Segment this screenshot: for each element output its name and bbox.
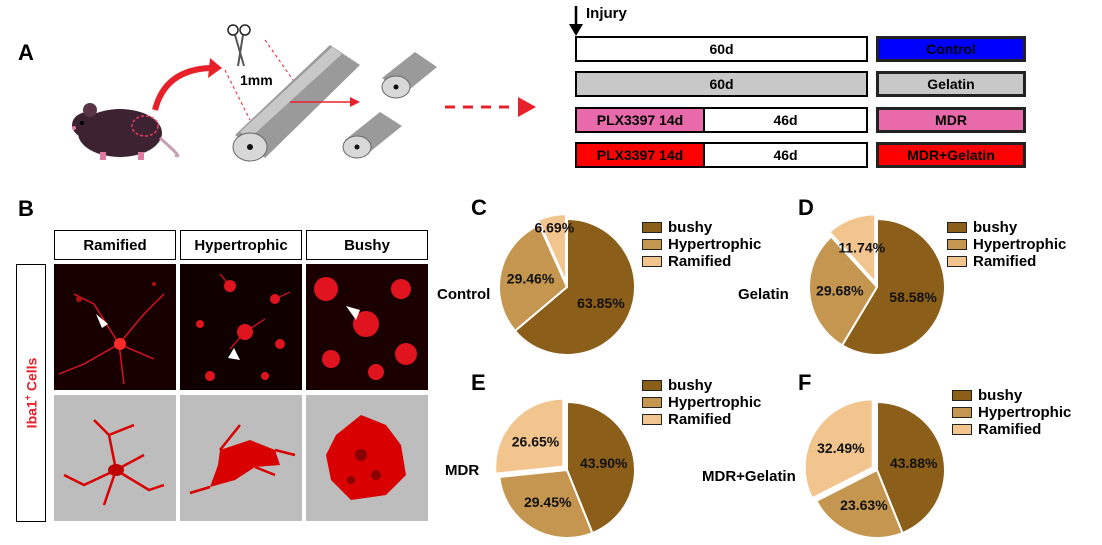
pie-value-label: 11.74% [838,239,885,255]
legend-swatch-ramified [952,424,972,435]
timeline-bar-control: 60d [575,36,868,62]
panel-letter-f: F [798,370,812,395]
legend-swatch-hypertrophic [947,239,967,250]
pie-chart-mdr: 43.90% 29.45% 26.65% [495,398,636,539]
pie-slice-hypertrophic [808,235,879,347]
column-header-bushy: Bushy [306,230,428,260]
legend-swatch-bushy [642,222,662,233]
timeline-bar-mdr-rest: 46d [703,107,868,133]
arrowhead-icon [96,314,108,328]
pie-slice-ramified [805,398,874,500]
timeline-bar-mdrgel-rest: 46d [703,142,868,168]
pie-chart-control: 63.85% 29.46% 6.69% [498,215,636,356]
timeline-bar-mdr-treatment: PLX3397 14d [575,107,705,133]
reconstruction-hypertrophic [180,395,302,521]
pie-value-label: 29.46% [507,271,555,287]
pie-slice-bushy [513,217,636,356]
pie-value-label: 26.65% [512,434,560,450]
pie-label-mdr-gelatin: MDR+Gelatin [702,468,796,485]
arrowhead-icon [228,348,240,360]
nerve-segments [342,52,437,159]
micrograph-ramified [54,264,176,390]
panel-letter-c: C [471,195,487,220]
row-label: Iba1+ Cells [22,357,40,429]
pie-slice-ramified [495,398,565,475]
legend-swatch-hypertrophic [642,239,662,250]
pie-label-control: Control [437,286,491,303]
legend-swatch-hypertrophic [642,397,662,408]
timeline-bar-mdrgel-treatment: PLX3397 14d [575,142,705,168]
panel-letter-a: A [18,40,34,65]
legend-swatch-ramified [642,414,662,425]
nerve-cylinder [232,45,360,162]
legend-swatch-hypertrophic [952,407,972,418]
legend-c: bushy Hypertrophic Ramified [642,219,761,270]
legend-swatch-ramified [642,256,662,267]
micrograph-bushy [306,264,428,390]
pie-slice-bushy [876,400,946,535]
pie-value-label: 43.88% [890,455,938,471]
group-box-gelatin: Gelatin [876,71,1026,97]
pie-slice-bushy [840,217,946,356]
panel-letter-d: D [798,195,814,220]
pie-slice-hypertrophic [498,223,569,333]
injury-label: Injury [586,5,627,22]
reconstruction-bushy [306,395,428,521]
pie-value-label: 29.45% [524,494,572,510]
legend-swatch-ramified [947,256,967,267]
pie-value-label: 23.63% [840,497,888,513]
scale-label: 1mm [240,72,273,88]
pie-value-label: 43.90% [580,455,628,471]
group-box-mdr: MDR [876,107,1026,133]
pie-slice-hypertrophic [498,468,594,539]
legend-d: bushy Hypertrophic Ramified [947,219,1066,270]
row-label-box: Iba1+ Cells [16,264,46,522]
panel-letter-e: E [471,370,486,395]
legend-swatch-bushy [642,380,662,391]
injury-arrow-icon [569,6,583,36]
panel-letter-b: B [18,196,34,221]
surgery-illustration: 1mm [72,24,536,162]
timeline-bar-gelatin: 60d [575,71,868,97]
pie-chart-mdr-gelatin: 43.88% 23.63% 32.49% [805,398,946,539]
pie-value-label: 6.69% [534,220,574,236]
pie-value-label: 58.58% [889,289,937,305]
pie-slice-bushy [566,400,636,535]
micrograph-hypertrophic [180,264,302,390]
mouse-icon [72,103,180,160]
reconstruction-ramified [54,395,176,521]
pie-slice-ramified [536,215,567,283]
column-header-ramified: Ramified [54,230,176,260]
group-box-control: Control [876,36,1026,62]
pie-chart-gelatin: 58.58% 29.68% 11.74% [808,215,946,356]
pie-value-label: 29.68% [816,283,864,299]
scissors-icon [227,24,251,67]
pie-value-label: 32.49% [817,440,865,456]
pie-slice-hypertrophic [815,468,904,539]
column-header-hypertrophic: Hypertrophic [180,230,302,260]
legend-swatch-bushy [952,390,972,401]
group-box-mdr-gelatin: MDR+Gelatin [876,142,1026,168]
legend-f: bushy Hypertrophic Ramified [952,387,1071,438]
pie-label-gelatin: Gelatin [738,286,789,303]
legend-swatch-bushy [947,222,967,233]
pie-label-mdr: MDR [445,462,480,479]
pie-value-label: 63.85% [577,295,625,311]
pie-slice-ramified [828,215,877,285]
arrowhead-icon [346,306,360,320]
curved-arrow [152,65,211,111]
legend-e: bushy Hypertrophic Ramified [642,377,761,428]
